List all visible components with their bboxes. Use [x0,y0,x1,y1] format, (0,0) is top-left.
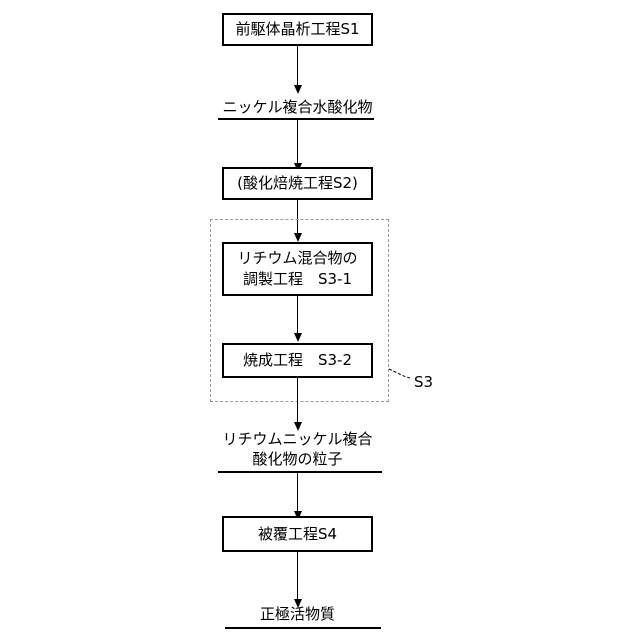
intermediate-nickel-hydroxide-text: ニッケル複合水酸化物 [200,97,395,117]
arrow-line [297,378,298,423]
final-product-underline [225,627,381,629]
final-product-positive-electrode-active-material: 正極活物質 [200,604,395,624]
arrow-line [297,472,298,512]
step-s3-2-box: 焼成工程 S3-2 [222,343,373,378]
arrow-line [297,46,298,86]
step-s4-label: 被覆工程S4 [258,524,337,545]
step-s1-label: 前駆体晶析工程S1 [235,19,359,40]
intermediate-nickel-hydroxide: ニッケル複合水酸化物 [200,97,395,117]
arrowhead [294,85,302,94]
final-product-label: 正極活物質 [200,604,395,624]
step-s1-box: 前駆体晶析工程S1 [222,13,373,46]
step-s3-2-label: 焼成工程 S3-2 [243,350,352,371]
intermediate-lithium-nickel-oxide: リチウムニッケル複合 酸化物の粒子 [200,429,395,469]
arrow-line [297,296,298,334]
intermediate-lithium-nickel-oxide-line2: 酸化物の粒子 [200,449,395,469]
step-s3-1-box: リチウム混合物の 調製工程 S3-1 [222,242,373,296]
s3-reference-label: S3 [414,373,433,391]
intermediate-lithium-nickel-oxide-line1: リチウムニッケル複合 [200,429,395,449]
arrow-line [297,552,298,600]
step-s4-box: 被覆工程S4 [222,516,373,552]
arrow-line [297,119,298,164]
step-s2-box: (酸化焙焼工程S2) [222,167,373,200]
intermediate-underline [218,118,374,120]
arrowhead [294,333,302,342]
step-s3-1-line2: 調製工程 S3-1 [237,269,357,290]
intermediate-underline [218,471,382,473]
step-s3-1-line1: リチウム混合物の [237,248,357,269]
step-s2-label: (酸化焙焼工程S2) [237,173,358,194]
